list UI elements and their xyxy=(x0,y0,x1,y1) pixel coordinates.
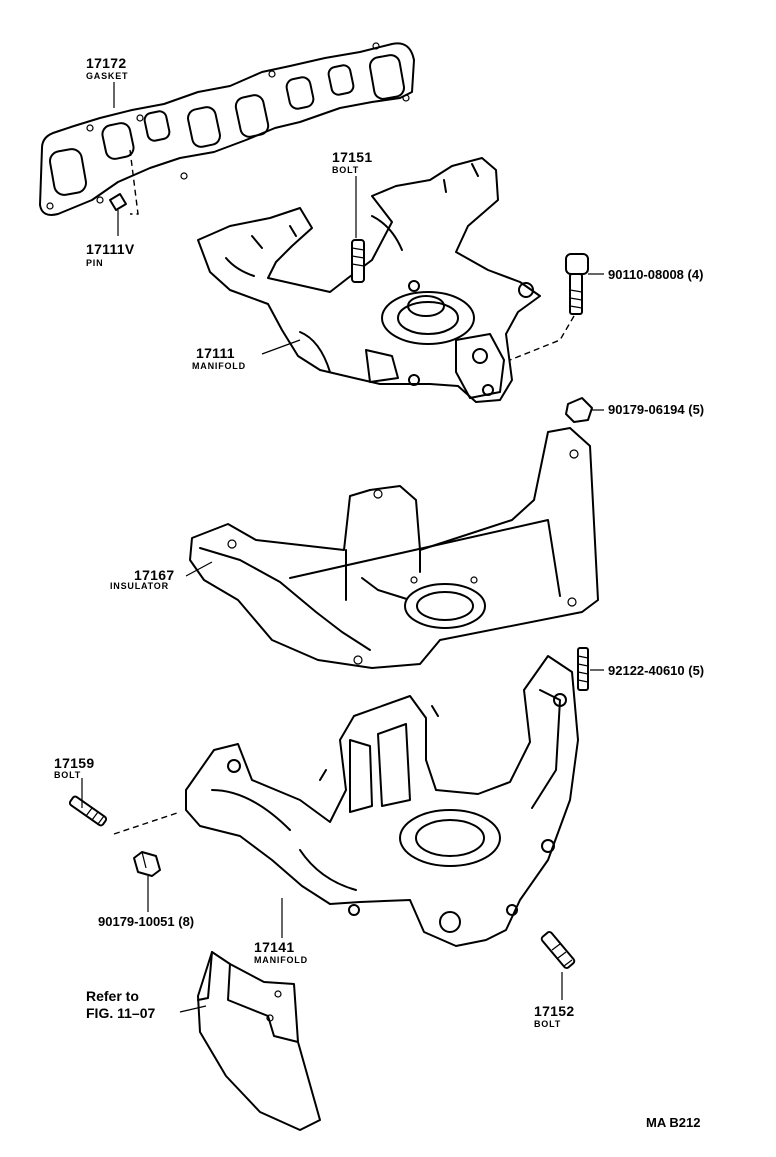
pin-part-number: 17111V xyxy=(86,241,135,257)
bolt-17152-part-name: BOLT xyxy=(534,1019,562,1029)
gasket-17172-drawing xyxy=(39,42,415,216)
bolt-17151-part-number: 17151 xyxy=(332,149,373,165)
heat-shield-drawing xyxy=(197,951,321,1131)
manifold-17111-part-name: MANIFOLD xyxy=(192,361,246,371)
insulator-part-number: 17167 xyxy=(134,567,175,583)
insulator-17167-drawing xyxy=(189,427,599,669)
manifold-17111-drawing xyxy=(197,157,541,403)
nut-90179-06194-drawing xyxy=(565,397,593,423)
manifold-17111-part-number: 17111 xyxy=(196,345,235,361)
leader-lines xyxy=(81,82,604,1013)
reference-line-1: Refer to xyxy=(86,988,139,1004)
manifold-17141-part-name: MANIFOLD xyxy=(254,955,308,965)
bolt-90110-drawing xyxy=(509,253,589,361)
stud-92122-part-number: 92122-40610 (5) xyxy=(608,663,705,678)
bolt-17151-part-name: BOLT xyxy=(332,165,360,175)
reference-line-2: FIG. 11–07 xyxy=(86,1005,156,1021)
gasket-part-name: GASKET xyxy=(86,71,129,81)
nut-90179-10051-part-number: 90179-10051 (8) xyxy=(98,914,195,929)
bolt-17152-part-number: 17152 xyxy=(534,1003,575,1019)
bolt-17159-drawing xyxy=(68,795,181,835)
insulator-part-name: INSULATOR xyxy=(110,581,169,591)
bolt-90110-part-number: 90110-08008 (4) xyxy=(608,267,704,282)
nut-90179-10051-drawing xyxy=(133,851,161,877)
bolt-17152-drawing xyxy=(540,931,576,969)
pin-17111v-drawing xyxy=(109,149,139,215)
bolt-17159-part-name: BOLT xyxy=(54,770,82,780)
manifold-17141-drawing xyxy=(185,655,579,947)
pin-part-name: PIN xyxy=(86,258,104,268)
bolt-17151-drawing xyxy=(351,239,365,283)
bolt-17159-part-number: 17159 xyxy=(54,755,95,771)
nut-90179-06194-part-number: 90179-06194 (5) xyxy=(608,402,705,417)
manifold-17141-part-number: 17141 xyxy=(254,939,295,955)
figure-code: MA B212 xyxy=(646,1115,701,1130)
gasket-part-number: 17172 xyxy=(86,55,127,71)
stud-92122-drawing xyxy=(577,647,589,691)
